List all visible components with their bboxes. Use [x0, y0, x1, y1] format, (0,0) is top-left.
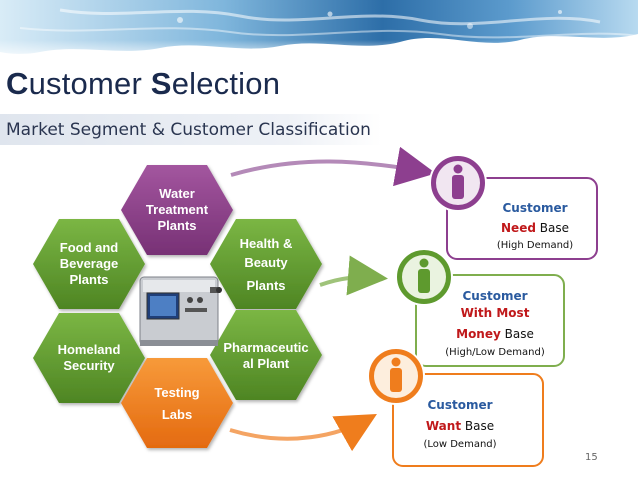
segment-line: Testing: [154, 385, 200, 400]
segment-line: Plants: [157, 218, 197, 233]
card-need-border: [446, 177, 598, 260]
segment-label-food-beverage: Food and Beverage Plants: [33, 232, 145, 296]
card-money-border: [415, 274, 565, 367]
person-icon-want: [367, 347, 425, 405]
segment-label-pharmaceutical: Pharmaceutic al Plant: [210, 334, 322, 378]
hex-water-treatment: [121, 165, 233, 255]
card-want-suffix: Base: [461, 419, 495, 433]
slide-subtitle: Market Segment & Customer Classification: [6, 120, 371, 140]
slide-title: Customer Selection: [6, 66, 280, 102]
segment-label-health-beauty: Health & Beauty Plants: [210, 228, 322, 300]
card-money-highlight: With Most: [460, 306, 530, 320]
segment-line: Labs: [161, 407, 193, 422]
title-rest-2: election: [171, 66, 281, 101]
person-icon-money: [395, 248, 453, 306]
segment-line: Pharmaceutic: [223, 340, 309, 355]
segment-line: Plants: [69, 272, 109, 287]
person-icon-need: [429, 154, 487, 212]
card-need-suffix: Base: [535, 221, 569, 235]
card-want-base: Want Base: [410, 415, 510, 434]
segment-line: Security: [63, 358, 115, 373]
hex-homeland-security: [33, 313, 145, 403]
card-money-base: Money Base: [435, 323, 555, 342]
card-want-highlight: Want: [425, 419, 462, 433]
card-money-text: Customer With Most Money Base (High/Low …: [435, 289, 555, 358]
segment-line: Homeland: [57, 342, 121, 357]
segment-line: Food and: [59, 240, 119, 255]
segment-line: Plants: [246, 277, 286, 293]
segment-label-testing-labs: Testing Labs: [121, 380, 233, 428]
segment-line: Beverage: [59, 256, 119, 271]
hex-pharmaceutical: [210, 310, 322, 400]
card-money-demand: (High/Low Demand): [445, 347, 545, 358]
subtitle-bar: [0, 114, 382, 145]
hex-health-beauty: [210, 219, 322, 309]
card-want-border: [392, 373, 544, 467]
segment-label-homeland-security: Homeland Security: [33, 336, 145, 380]
hex-food-beverage: [33, 219, 145, 309]
segment-line: Health &: [239, 235, 293, 251]
card-want-demand: (Low Demand): [423, 439, 497, 450]
arrow-to-money: [319, 255, 388, 296]
card-need-highlight: Need: [501, 221, 536, 235]
card-need-demand: (High Demand): [496, 240, 574, 251]
title-rest-1: ustomer: [28, 66, 151, 101]
card-need-label: Customer: [502, 201, 568, 215]
segment-line: Treatment: [145, 202, 209, 217]
card-need-text: Customer Need Base (High Demand): [480, 201, 590, 251]
card-want-text: Customer Want Base (Low Demand): [410, 398, 510, 450]
page-number: 15: [585, 452, 598, 463]
segment-line: Water: [159, 186, 195, 201]
segment-label-water-treatment: Water Treatment Plants: [121, 178, 233, 242]
arrow-to-want: [229, 414, 377, 452]
title-initial-s: S: [150, 66, 172, 101]
card-need-base: Need Base: [480, 217, 590, 236]
particle-counter-device-icon: [139, 276, 222, 346]
water-splash-banner: [0, 0, 638, 62]
title-initial-c: C: [6, 66, 29, 101]
segment-line: Beauty: [244, 254, 288, 270]
card-money-label: Customer: [462, 289, 528, 303]
card-want-label: Customer: [427, 398, 493, 412]
hex-testing-labs: [121, 358, 233, 448]
arrow-to-need: [230, 146, 436, 187]
card-money-suffix: Base: [500, 327, 534, 341]
card-money-highlight2: Money: [456, 327, 501, 341]
segment-line: al Plant: [242, 356, 290, 371]
